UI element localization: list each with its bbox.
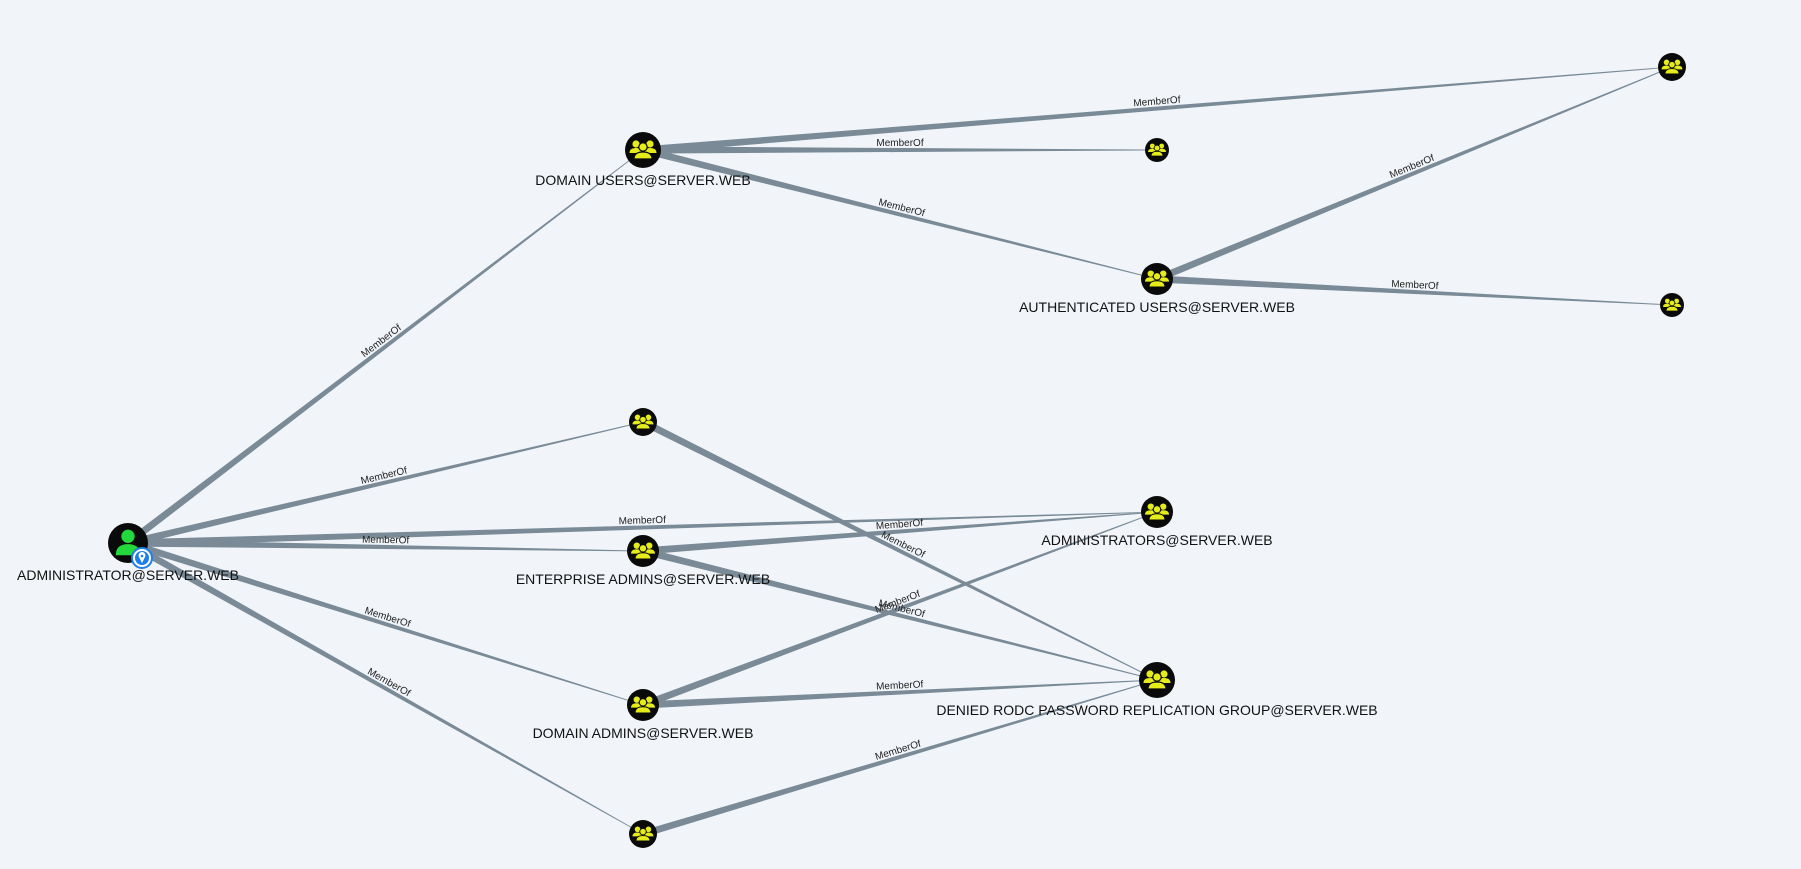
edge-admin-to-administrators[interactable] [127, 511, 1157, 547]
edge-admin-to-unlabeled_bottom[interactable] [126, 539, 644, 835]
edge-auth_users-to-unlabeled_right_mid[interactable] [1156, 275, 1672, 306]
edge-label: MemberOf [876, 518, 924, 533]
edge-ent_admins-to-denied_rodc[interactable] [642, 547, 1158, 681]
group-icon [1663, 298, 1681, 312]
group-icon [629, 140, 657, 160]
edge-label: MemberOf [362, 535, 410, 547]
edge-label: MemberOf [876, 679, 924, 692]
group-icon [632, 414, 654, 430]
group-icon [632, 826, 654, 842]
node-unlabeled-top-mid[interactable] [1145, 138, 1169, 162]
group-icon [631, 542, 655, 560]
edge-label: MemberOf [876, 138, 923, 149]
node-label: DENIED RODC PASSWORD REPLICATION GROUP@S… [936, 702, 1377, 718]
node-label: ADMINISTRATORS@SERVER.WEB [1041, 532, 1272, 548]
edge-label: MemberOf [1133, 95, 1181, 110]
node-domain-admins[interactable]: DOMAIN ADMINS@SERVER.WEB [533, 689, 754, 741]
node-label: ENTERPRISE ADMINS@SERVER.WEB [516, 571, 770, 587]
group-icon [631, 696, 655, 714]
group-icon [1143, 670, 1171, 690]
node-administrators[interactable]: ADMINISTRATORS@SERVER.WEB [1041, 496, 1273, 548]
edge-domain_users-to-unlabeled_top_mid[interactable] [643, 146, 1157, 154]
edge-unlabeled_mid-to-denied_rodc[interactable] [641, 418, 1158, 681]
node-unlabeled-right-mid[interactable] [1660, 293, 1684, 317]
node-label: DOMAIN ADMINS@SERVER.WEB [533, 725, 754, 741]
edge-label: MemberOf [619, 515, 667, 527]
group-icon [1148, 143, 1166, 157]
edge-admin-to-unlabeled_mid[interactable] [127, 421, 644, 547]
node-unlabeled-bottom[interactable] [629, 820, 657, 848]
edge-domain_admins-to-administrators[interactable] [641, 511, 1158, 709]
location-pin-icon [131, 547, 153, 569]
edge-label: MemberOf [1391, 279, 1439, 292]
edge-domain_users-to-auth_users[interactable] [642, 146, 1158, 280]
group-icon [1661, 59, 1683, 75]
group-icon [1145, 270, 1169, 288]
edge-domain_admins-to-denied_rodc[interactable] [642, 679, 1157, 709]
group-icon [1145, 503, 1169, 521]
node-label: DOMAIN USERS@SERVER.WEB [535, 172, 750, 188]
node-label: ADMINISTRATOR@SERVER.WEB [17, 567, 239, 583]
nodes-layer: ADMINISTRATOR@SERVER.WEB DOMAIN USERS@SER… [17, 53, 1686, 848]
edge-unlabeled_bottom-to-denied_rodc[interactable] [642, 679, 1158, 838]
node-unlabeled-mid[interactable] [629, 408, 657, 436]
node-unlabeled-top-right[interactable] [1658, 53, 1686, 81]
edge-ent_admins-to-administrators[interactable] [642, 511, 1157, 555]
node-auth-users[interactable]: AUTHENTICATED USERS@SERVER.WEB [1019, 263, 1295, 315]
node-label: AUTHENTICATED USERS@SERVER.WEB [1019, 299, 1295, 315]
edges-layer [125, 66, 1673, 838]
edge-admin-to-domain_users[interactable] [125, 149, 644, 546]
node-denied-rodc[interactable]: DENIED RODC PASSWORD REPLICATION GROUP@S… [936, 662, 1378, 718]
edge-admin-to-ent_admins[interactable] [127, 539, 643, 552]
edge-domain_users-to-unlabeled_top_right[interactable] [642, 66, 1673, 154]
node-admin[interactable]: ADMINISTRATOR@SERVER.WEB [17, 523, 239, 583]
node-domain-users[interactable]: DOMAIN USERS@SERVER.WEB [535, 132, 751, 188]
edge-admin-to-domain_admins[interactable] [126, 539, 644, 706]
edge-auth_users-to-unlabeled_top_right[interactable] [1155, 66, 1673, 283]
node-ent-admins[interactable]: ENTERPRISE ADMINS@SERVER.WEB [516, 535, 770, 587]
